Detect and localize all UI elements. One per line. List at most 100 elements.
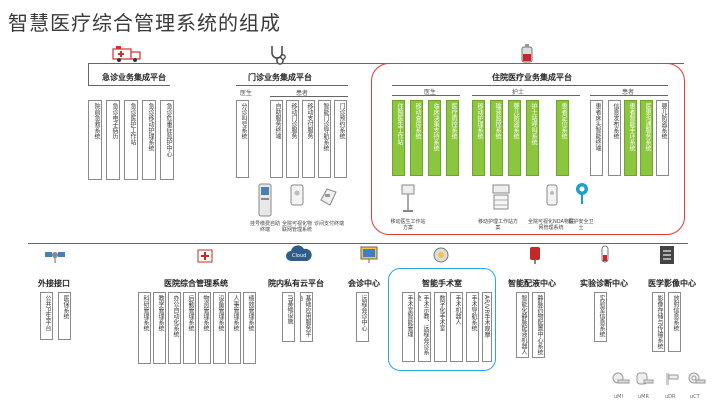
private-cloud-title: 院内私有云平台 bbox=[268, 279, 324, 288]
inpatient-nurse-box: 婴儿防盗系统 bbox=[508, 100, 521, 176]
interface-title: 外接接口 bbox=[38, 279, 70, 288]
inpatient-connector bbox=[392, 85, 668, 86]
pharmacy-box: 智能化静脉配液机器人 bbox=[516, 292, 529, 358]
lab-title: 实验诊断中心 bbox=[580, 279, 628, 288]
surgery-box: 手术室智能管理 bbox=[402, 292, 415, 362]
outpatient-patient-box: 移动门诊服务 bbox=[286, 100, 299, 178]
xray-icon bbox=[660, 246, 674, 264]
ambulance-icon bbox=[112, 46, 141, 62]
inpatient-nurse-box: 输液监控系统 bbox=[490, 100, 503, 176]
inpatient-nurse-box: 移动护理系统 bbox=[472, 100, 485, 176]
surgery-box: 手术示教、远程会诊系统 bbox=[418, 292, 431, 362]
hospital-mgmt-box: 设备管理系统 bbox=[213, 292, 226, 364]
inpatient-nurse-label: 护士 bbox=[512, 89, 525, 96]
inpatient-doctor-box: 移动查房系统 bbox=[410, 100, 423, 176]
imaging-box: 影像存储与传输系统 bbox=[652, 292, 665, 352]
emergency-box: 院前急救系统 bbox=[88, 100, 102, 180]
surgery-title: 智能手术室 bbox=[422, 279, 462, 288]
outpatient-doctor-label: 医生 bbox=[240, 90, 253, 97]
inpatient-device-caption: 移动医生工作站方案 bbox=[390, 219, 426, 231]
inpatient-doctor-line bbox=[392, 95, 460, 96]
emergency-box: 急诊电子病历 bbox=[106, 100, 120, 180]
inpatient-patient-box: 医患沟通服务系统 bbox=[640, 100, 653, 176]
pharmacy-box: 静脉药物配置中心系统 bbox=[532, 292, 545, 358]
outpatient-device-caption: 挂号缴费自助终端 bbox=[250, 221, 281, 233]
udr-device-icon bbox=[666, 373, 679, 385]
private-cloud-box: IT基础设施 bbox=[282, 292, 295, 342]
lower-bus-line bbox=[28, 243, 688, 244]
pharmacy-title: 智能配液中心 bbox=[508, 279, 556, 288]
inpatient-device-caption: 医护安全卫士 bbox=[568, 219, 594, 231]
inpatient-nurse-box: 患者定位系统 bbox=[556, 100, 569, 176]
inpatient-platform-title: 住院医疗业务集成平台 bbox=[492, 73, 572, 82]
inpatient-patient-box: 患者智能手环系统 bbox=[624, 100, 637, 176]
outpatient-platform-title: 门诊业务集成平台 bbox=[248, 73, 312, 82]
lab-box: 实验室信息系统 bbox=[594, 292, 607, 342]
outpatient-patient-box: 门诊预约系统 bbox=[334, 100, 347, 178]
umr-scanner-icon bbox=[636, 372, 654, 385]
outpatient-patient-line bbox=[270, 96, 348, 97]
nursing-cart-icon bbox=[492, 184, 510, 210]
outpatient-patient-box: 移动支付服务 bbox=[302, 100, 315, 178]
outpatient-device-caption: 诊间支付终端 bbox=[314, 221, 345, 227]
hospital-mgmt-title: 医院综合管理系统 bbox=[164, 279, 228, 288]
medical-box-icon bbox=[197, 249, 213, 263]
emergency-connector bbox=[88, 85, 170, 86]
presentation-board-icon bbox=[360, 246, 378, 263]
upper-bus-line-left-drop bbox=[88, 63, 89, 85]
inpatient-highlight-frame bbox=[371, 63, 685, 235]
inpatient-patient-line bbox=[590, 95, 668, 96]
umi-scanner-icon bbox=[612, 372, 630, 384]
stethoscope-icon bbox=[271, 46, 286, 65]
surgery-box: 手术机器人 bbox=[450, 292, 463, 362]
private-cloud-box: 基础应用服务平台 bbox=[300, 292, 313, 342]
inpatient-doctor-box: 住院医生工作站 bbox=[392, 100, 405, 176]
inpatient-patient-box: 婴儿防盗系统 bbox=[656, 100, 669, 176]
emergency-box: 急诊医护工作站 bbox=[124, 100, 138, 180]
equipment-label: uMR bbox=[638, 394, 649, 400]
outpatient-doctor-box: 分诊叫号系统 bbox=[236, 100, 249, 178]
inpatient-device-caption: 移动护理工作站方案 bbox=[478, 219, 519, 231]
inpatient-device-caption: 全院可视化NDA物联网管理系统 bbox=[528, 219, 574, 231]
imaging-box: 放射信息系统 bbox=[668, 292, 681, 352]
meeting-box: 远程会诊中心 bbox=[356, 292, 369, 342]
hospital-mgmt-box: 后勤管理系统 bbox=[183, 292, 196, 364]
outpatient-device-caption: 全院可视化物联网管理系统 bbox=[282, 221, 313, 233]
hospital-mgmt-box: 办公自动化系统 bbox=[168, 292, 181, 364]
hospital-mgmt-box: 人事管理系统 bbox=[228, 292, 241, 364]
kiosk-icon bbox=[258, 183, 272, 217]
cloud-icon bbox=[286, 245, 312, 261]
surgery-box: 数字化手术室 bbox=[434, 292, 447, 362]
inpatient-patient-label: 患者 bbox=[622, 89, 635, 96]
imaging-title: 医学影像中心 bbox=[648, 279, 696, 288]
card-terminal-icon bbox=[320, 188, 337, 206]
interface-box: 公共卫生平台 bbox=[40, 292, 53, 340]
outpatient-patient-box: 自助服务终端 bbox=[270, 100, 283, 178]
pda-icon bbox=[546, 184, 558, 206]
equipment-label: uMI bbox=[614, 394, 623, 400]
outpatient-patient-box: 智能门诊导航系统 bbox=[318, 100, 331, 178]
equipment-label: uDR bbox=[665, 394, 676, 400]
cloud-label: Cloud bbox=[292, 253, 307, 259]
inpatient-doctor-box: 临床决策支持系统 bbox=[428, 100, 441, 176]
inpatient-patient-box: 患者床头智能终端 bbox=[590, 100, 603, 176]
uct-scanner-icon bbox=[688, 372, 706, 384]
outpatient-patient-label: 患者 bbox=[296, 90, 309, 97]
interface-box: 医保系统 bbox=[58, 292, 71, 340]
infusion-bag-icon bbox=[530, 247, 540, 264]
safety-tag-icon bbox=[576, 183, 588, 204]
surgery-box: 手术导航系统 bbox=[466, 292, 479, 362]
hospital-mgmt-box: 物资管理系统 bbox=[198, 292, 211, 364]
emergency-box: 急诊移动护理系统 bbox=[142, 100, 156, 180]
page-title: 智慧医疗综合管理系统的组成 bbox=[8, 11, 281, 35]
mobile-cart-icon bbox=[401, 184, 415, 212]
surgery-highlight-frame bbox=[388, 268, 496, 371]
inpatient-nurse-line bbox=[472, 95, 580, 96]
equipment-label: uCT bbox=[690, 394, 700, 400]
blood-bag-icon bbox=[521, 44, 533, 63]
emergency-box: 急诊危重症监护中心 bbox=[160, 100, 174, 180]
inpatient-patient-box: 信息发布系统 bbox=[608, 100, 621, 176]
inpatient-doctor-box: 医疗质控系统 bbox=[446, 100, 459, 176]
tablet-icon bbox=[290, 184, 304, 206]
hospital-mgmt-box: 教学管理系统 bbox=[153, 292, 166, 364]
